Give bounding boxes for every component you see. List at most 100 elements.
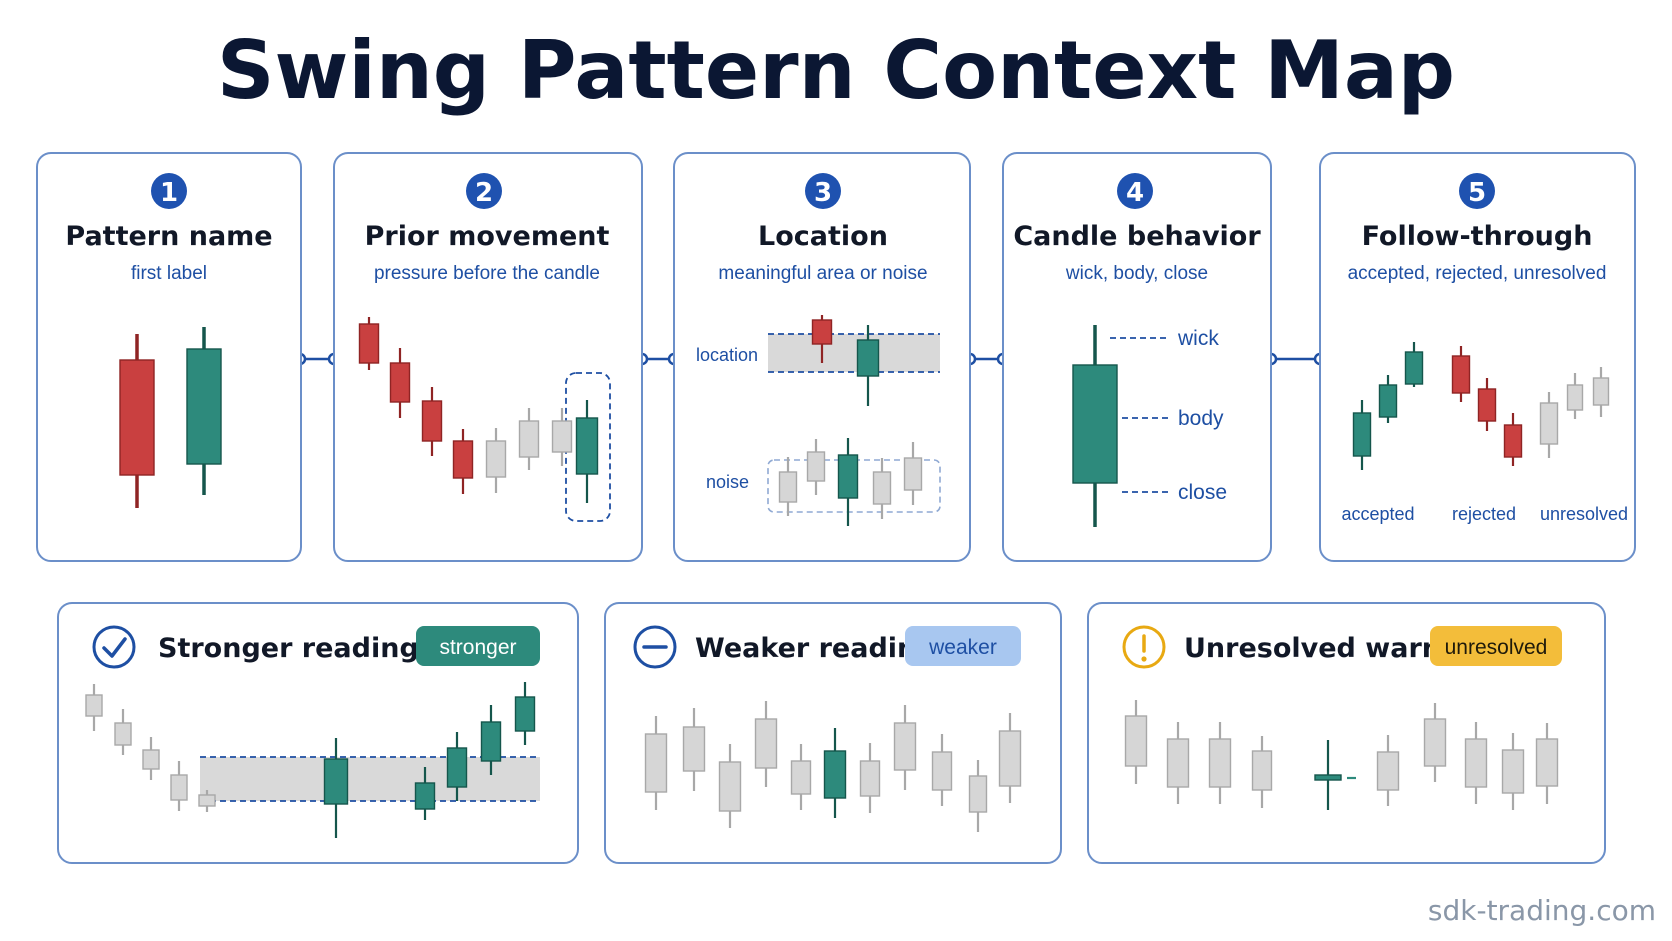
- candle-body: [682, 726, 706, 772]
- candle-body: [998, 730, 1022, 787]
- support-zone: [200, 757, 540, 801]
- candle-body: [1539, 402, 1559, 445]
- candle-body: [1477, 388, 1497, 422]
- step5-candle-6: [1503, 413, 1523, 466]
- step1-candle-2: [186, 327, 222, 495]
- step3-candle-7: [903, 442, 923, 505]
- step-number-1-icon: [151, 173, 187, 209]
- candle-body: [85, 694, 103, 717]
- step3-candle-3: [778, 457, 798, 516]
- candle-body: [859, 760, 881, 797]
- step-number: 5: [1468, 178, 1486, 208]
- location-label: location: [696, 345, 758, 365]
- candle-body: [718, 761, 742, 812]
- weak-candle-10: [968, 760, 988, 832]
- step-card-pattern-name: 1 Pattern name first label: [36, 152, 302, 562]
- reading-card-unresolved: Unresolved warning unresolved: [1087, 602, 1606, 864]
- check-circle-icon: [92, 625, 136, 669]
- candle-body: [446, 747, 468, 788]
- strong-candle-9: [480, 705, 502, 775]
- strong-candle-6: [323, 738, 349, 838]
- candle-body: [323, 758, 349, 805]
- candle-body: [823, 750, 847, 799]
- unresolved-label: unresolved: [1540, 504, 1628, 524]
- candle-body: [1566, 384, 1584, 411]
- weak-candle-11: [998, 713, 1022, 803]
- candle-body: [114, 722, 132, 746]
- unres-candle-8: [1464, 722, 1488, 804]
- step-title: Location: [758, 221, 888, 252]
- anatomy-leader-lines: [1110, 337, 1170, 493]
- stronger-badge-label: stronger: [439, 636, 516, 659]
- exclamation-circle-icon: [1122, 625, 1166, 669]
- candle-body: [968, 775, 988, 813]
- minus-circle-icon: [633, 625, 677, 669]
- candle-body: [485, 440, 507, 478]
- step-number: 1: [160, 178, 178, 208]
- candle-body: [1352, 412, 1372, 457]
- step-number-3-icon: [805, 173, 841, 209]
- step4-candle-1: [1072, 325, 1118, 527]
- reading-card-stronger: Stronger reading stronger: [57, 602, 579, 864]
- weaker-candles: [644, 701, 1022, 832]
- accepted-label: accepted: [1341, 504, 1414, 524]
- step-number-2-icon: [466, 173, 502, 209]
- step-title: Candle behavior: [1013, 221, 1261, 252]
- stronger-badge: [416, 626, 540, 666]
- candle-body: [575, 417, 599, 475]
- candle-body: [186, 348, 222, 465]
- candle-body: [1072, 364, 1118, 484]
- candle-body: [1314, 774, 1342, 781]
- candle-body: [811, 319, 833, 345]
- candle-body: [1501, 749, 1525, 794]
- candle-body: [1124, 715, 1148, 767]
- step-subtitle: wick, body, close: [1065, 263, 1208, 284]
- weaker-badge-label: weaker: [928, 636, 997, 659]
- step2-candles: [358, 317, 599, 503]
- unresolved-candles: [1124, 700, 1559, 810]
- footer-watermark: sdk-trading.com: [1428, 894, 1656, 927]
- step3-candle-1: [811, 315, 833, 363]
- candle-body: [198, 794, 216, 807]
- candle-body: [1503, 424, 1523, 458]
- step3-candle-2: [856, 325, 880, 406]
- step2-candle-8: [575, 400, 599, 503]
- close-label: close: [1178, 481, 1227, 504]
- candle-body: [856, 339, 880, 377]
- weak-candle-3: [718, 744, 742, 828]
- candle-body: [754, 718, 778, 769]
- strong-candle-5: [198, 790, 216, 812]
- strong-candle-2: [114, 709, 132, 755]
- step-card-prior-movement: 2 Prior movement pressure before the can…: [333, 152, 643, 562]
- step2-candle-5: [485, 428, 507, 493]
- candle-body: [778, 471, 798, 503]
- step5-candle-2: [1378, 375, 1398, 423]
- step-number-4-icon: [1117, 173, 1153, 209]
- strong-candle-8: [446, 732, 468, 801]
- step-subtitle: pressure before the candle: [374, 263, 600, 284]
- candle-body: [1166, 738, 1190, 788]
- candle-body: [389, 362, 411, 403]
- candle-body: [518, 420, 540, 458]
- step2-candle-7: [551, 408, 573, 466]
- candle-body: [644, 733, 668, 793]
- rejected-label: rejected: [1452, 504, 1516, 524]
- candle-body: [872, 471, 892, 505]
- step-title: Follow-through: [1362, 221, 1593, 252]
- candle-body: [790, 760, 812, 795]
- step5-candle-5: [1477, 378, 1497, 431]
- step-title: Prior movement: [365, 221, 610, 252]
- step-card-location: 3 Location meaningful area or noise loca…: [673, 152, 971, 562]
- stronger-candles: [85, 682, 536, 838]
- candle-body: [1451, 355, 1471, 394]
- unres-candle-5: [1314, 740, 1342, 810]
- step-number-5-icon: [1459, 173, 1495, 209]
- step5-candle-4: [1451, 346, 1471, 402]
- unres-candle-7: [1423, 703, 1447, 782]
- candle-body: [119, 359, 155, 476]
- step3-candle-4: [806, 439, 826, 495]
- step-subtitle: meaningful area or noise: [718, 263, 927, 284]
- weak-candle-2: [682, 708, 706, 791]
- candle-body: [1464, 738, 1488, 788]
